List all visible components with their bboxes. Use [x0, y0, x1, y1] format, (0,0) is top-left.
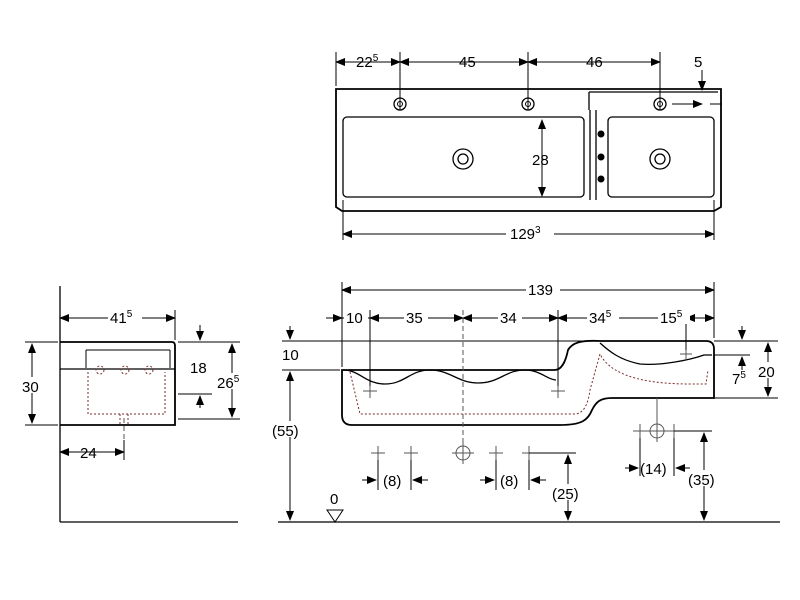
dim-35: 35: [406, 310, 423, 327]
dim-24: 24: [80, 445, 97, 462]
front-basin-outline: [341, 339, 715, 426]
fixing-point-icon: [371, 446, 385, 460]
dim-41-5: 415: [110, 309, 133, 327]
dim-26-5: 265: [217, 374, 240, 392]
front-view: 139 10 35 34 345 155 10 (55) 0: [270, 280, 782, 523]
dim-14: (14): [640, 461, 667, 478]
dim-34-5: 345: [589, 309, 612, 327]
front-hidden-bowl: [349, 352, 709, 415]
fixing-point-icon: [404, 446, 418, 460]
dim-30: 30: [22, 379, 39, 396]
overflow-hole-icon: [597, 175, 605, 183]
top-view-shelf: [588, 91, 718, 110]
dim-20: 20: [758, 364, 775, 381]
fixing-point-icon: [363, 384, 377, 398]
fixing-point-icon: [633, 424, 647, 438]
dim-34: 34: [500, 310, 517, 327]
drain-icon: [452, 148, 474, 170]
dim-28: 28: [532, 152, 549, 169]
level-zero-icon: [326, 509, 344, 523]
dim-10-vertical: 10: [282, 347, 299, 364]
side-hidden-basin: [87, 372, 166, 415]
dim-129-3: 1293: [510, 225, 541, 243]
dim-8-left: (8): [383, 473, 401, 490]
dim-55: (55): [272, 423, 299, 440]
dim-10: 10: [346, 310, 363, 327]
dim-46: 46: [586, 54, 603, 71]
dim-18: 18: [190, 360, 207, 377]
overflow-hole-icon: [597, 130, 605, 138]
fixing-point-icon: [489, 446, 503, 460]
dim-45: 45: [459, 54, 476, 71]
dim-139: 139: [528, 282, 553, 299]
waste-outlet-icon: [452, 442, 474, 464]
dim-22-5: 225: [356, 53, 379, 71]
drain-icon: [649, 148, 671, 170]
dim-25: (25): [552, 486, 579, 503]
dim-35-vertical: (35): [688, 472, 715, 489]
left-basin-outline: [342, 116, 585, 198]
right-basin-outline: [607, 116, 715, 198]
waste-outlet-icon: [646, 398, 668, 442]
dim-8-right: (8): [500, 473, 518, 490]
fixing-point-icon: [551, 384, 565, 398]
dim-0: 0: [330, 491, 338, 508]
side-basin-outline: [60, 341, 176, 426]
dim-15-5: 155: [660, 309, 683, 327]
dim-5: 5: [694, 54, 702, 71]
dim-7-5: 75: [732, 370, 746, 388]
top-view: 225 45 46 5 28 1293: [335, 52, 722, 243]
side-view: 415 30 18 265 24: [20, 286, 244, 523]
overflow-hole-icon: [597, 153, 605, 161]
